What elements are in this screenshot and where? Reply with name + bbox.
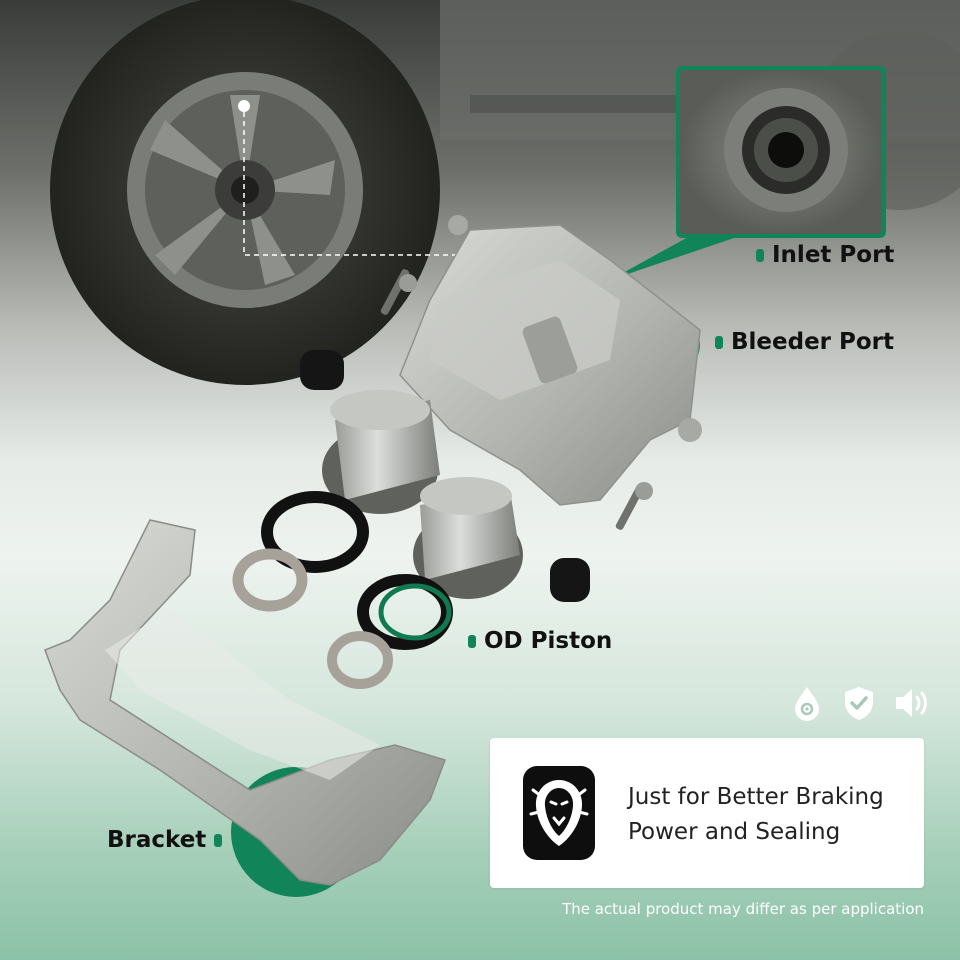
info-card: Just for Better Braking Power and Sealin… (490, 738, 924, 888)
inlet-port-label: Inlet Port (772, 242, 895, 268)
feature-icons (788, 684, 932, 726)
callout-marker (715, 335, 723, 349)
tagline: Just for Better Braking Power and Sealin… (628, 780, 913, 850)
seals-and-rings (232, 491, 453, 689)
caliper-housing (399, 215, 702, 506)
droplet-gear-icon (788, 684, 826, 726)
inlet-port-callout: Inlet Port (756, 242, 894, 268)
od-piston-callout: OD Piston (468, 628, 612, 654)
guide-pin-bolts (380, 269, 653, 530)
pistons (322, 390, 523, 599)
shield-check-icon (840, 684, 878, 726)
tagline-line-2: Power and Sealing (628, 819, 841, 845)
vehicle-background (50, 0, 960, 385)
bleeder-port-label: Bleeder Port (731, 329, 895, 355)
callout-marker (756, 248, 764, 262)
lion-logo (523, 766, 595, 860)
inlet-port-photo (610, 66, 886, 280)
callout-marker (468, 634, 476, 648)
speaker-icon (892, 684, 932, 726)
disclaimer-text: The actual product may differ as per app… (562, 900, 924, 918)
callout-marker (214, 833, 223, 847)
od-piston-label: OD Piston (484, 628, 613, 654)
caliper-bracket (44, 519, 446, 897)
bracket-label: Bracket (107, 827, 207, 853)
rubber-boots (300, 350, 590, 602)
bracket-callout: Bracket (107, 827, 223, 853)
tagline-line-1: Just for Better Braking (628, 784, 884, 810)
bleeder-port-callout: Bleeder Port (715, 329, 894, 355)
